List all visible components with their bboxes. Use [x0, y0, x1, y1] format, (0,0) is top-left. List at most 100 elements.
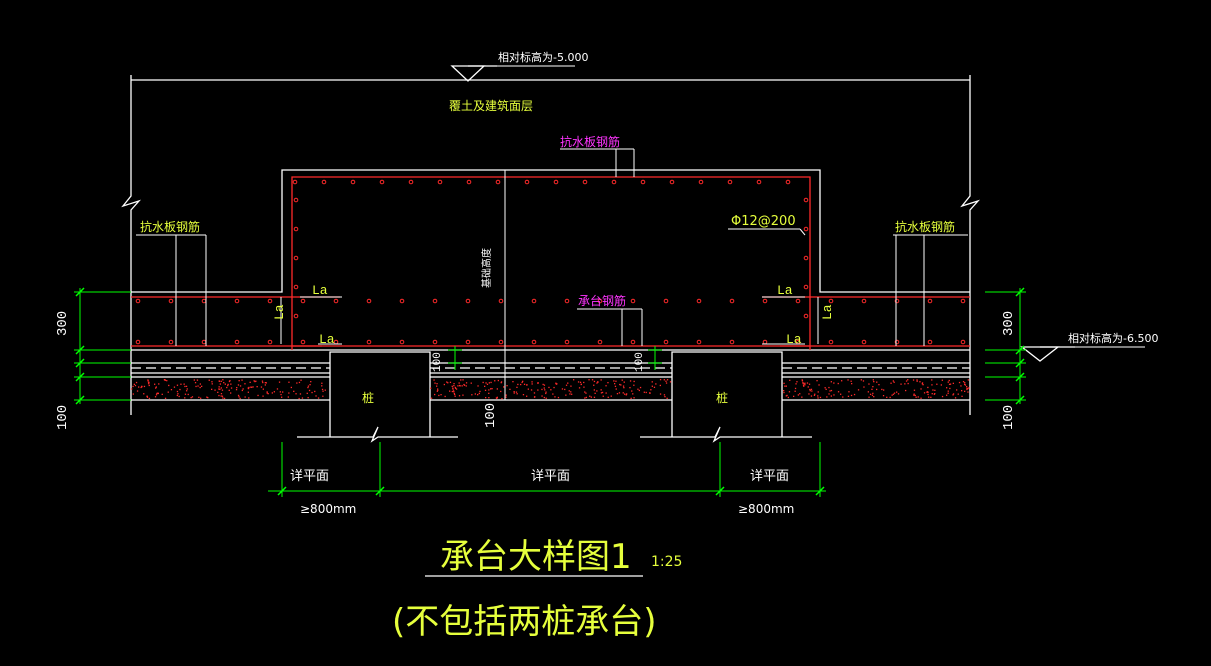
speckle-dot — [451, 385, 453, 387]
drawing-subtitle: (不包括两桩承台) — [392, 602, 657, 642]
speckle-dot — [607, 396, 609, 398]
rebar-section — [234, 298, 240, 304]
speckle-dot — [296, 382, 298, 384]
speckle-dot — [639, 386, 642, 389]
speckle-dot — [905, 389, 907, 392]
speckle-dot — [645, 391, 647, 394]
speckle-dot — [948, 379, 950, 382]
speckle-dot — [196, 379, 199, 381]
dim-300-left: 300 — [55, 311, 71, 336]
speckle-dot — [166, 380, 168, 382]
speckle-dot — [867, 391, 869, 393]
speckle-dot — [556, 383, 558, 385]
speckle-dot — [161, 393, 163, 395]
speckle-dot — [802, 382, 804, 385]
rebar-section — [524, 179, 530, 185]
rebar-section — [333, 298, 339, 304]
speckle-dot — [825, 388, 827, 390]
speckle-dot — [288, 392, 290, 394]
speckle-dot — [860, 379, 862, 381]
speckle-dot — [477, 385, 479, 387]
rebar-section — [803, 313, 809, 319]
speckle-dot — [882, 395, 885, 397]
speckle-dot — [228, 389, 230, 391]
speckle-dot — [616, 393, 619, 395]
speckle-dot — [600, 389, 602, 391]
speckle-dot — [809, 388, 811, 391]
speckle-dot — [446, 381, 448, 383]
speckle-dot — [158, 383, 160, 385]
rebar-section — [803, 255, 809, 261]
speckle-dot — [148, 397, 151, 400]
speckle-dot — [931, 393, 933, 395]
speckle-dot — [810, 395, 813, 397]
speckle-dot — [629, 387, 631, 389]
speckle-dot — [505, 394, 507, 396]
speckle-dot — [653, 386, 656, 388]
speckle-dot — [531, 383, 533, 385]
speckle-dot — [143, 385, 146, 388]
speckle-dot — [211, 383, 213, 385]
speckle-dot — [211, 381, 213, 383]
speckle-dot — [500, 390, 502, 393]
speckle-dot — [173, 386, 176, 388]
speckle-dot — [256, 386, 258, 388]
speckle-dot — [795, 383, 797, 385]
speckle-dot — [462, 394, 464, 396]
speckle-dot — [594, 392, 596, 394]
speckle-dot — [869, 393, 872, 395]
speckle-dot — [631, 390, 633, 392]
rebar-section — [756, 179, 762, 185]
speckle-dot — [434, 393, 436, 396]
speckle-dot — [605, 392, 607, 394]
rebar-section — [698, 179, 704, 185]
speckle-dot — [463, 384, 466, 386]
speckle-dot — [543, 396, 545, 399]
rebar-section — [729, 298, 735, 304]
speckle-dot — [264, 382, 266, 384]
speckle-dot — [810, 388, 813, 390]
elevation-top-label: 相对标高为-5.000 — [498, 50, 588, 64]
speckle-dot — [308, 389, 311, 392]
speckle-dot — [783, 382, 785, 384]
speckle-dot — [307, 386, 309, 389]
speckle-dot — [434, 382, 436, 384]
rebar-section — [234, 339, 240, 345]
speckle-dot — [452, 387, 454, 389]
speckle-dot — [227, 384, 229, 387]
speckle-dot — [509, 388, 511, 390]
speckle-dot — [453, 391, 455, 393]
speckle-dot — [659, 393, 662, 395]
rebar-section — [762, 298, 768, 304]
speckle-dot — [443, 383, 445, 386]
speckle-dot — [497, 379, 499, 382]
speckle-dot — [818, 384, 820, 386]
rebar-section — [894, 339, 900, 345]
speckle-dot — [548, 386, 550, 389]
speckle-dot — [218, 380, 221, 382]
speckle-dot — [871, 388, 873, 390]
la-label-2: La — [777, 283, 793, 298]
speckle-dot — [227, 383, 229, 386]
speckle-dot — [168, 384, 170, 387]
plan-ref-right: 详平面 — [750, 469, 789, 484]
speckle-dot — [278, 381, 281, 383]
speckle-dot — [830, 381, 832, 383]
structure-outline — [121, 65, 1075, 577]
rebar-section — [729, 339, 735, 345]
speckle-dot — [651, 385, 653, 387]
speckle-dot — [238, 396, 240, 398]
speckle-dot — [966, 386, 968, 388]
rebar-section — [498, 298, 504, 304]
speckle-dot — [310, 381, 312, 383]
speckle-dot — [542, 383, 544, 386]
speckle-dot — [785, 395, 787, 397]
speckle-dot — [916, 379, 918, 381]
speckle-dot — [500, 381, 503, 383]
speckle-dot — [449, 390, 451, 392]
rebar-section — [564, 298, 570, 304]
speckle-dot — [157, 392, 159, 394]
speckle-dot — [207, 397, 209, 399]
speckle-dot — [878, 384, 880, 386]
speckle-dot — [552, 393, 554, 395]
